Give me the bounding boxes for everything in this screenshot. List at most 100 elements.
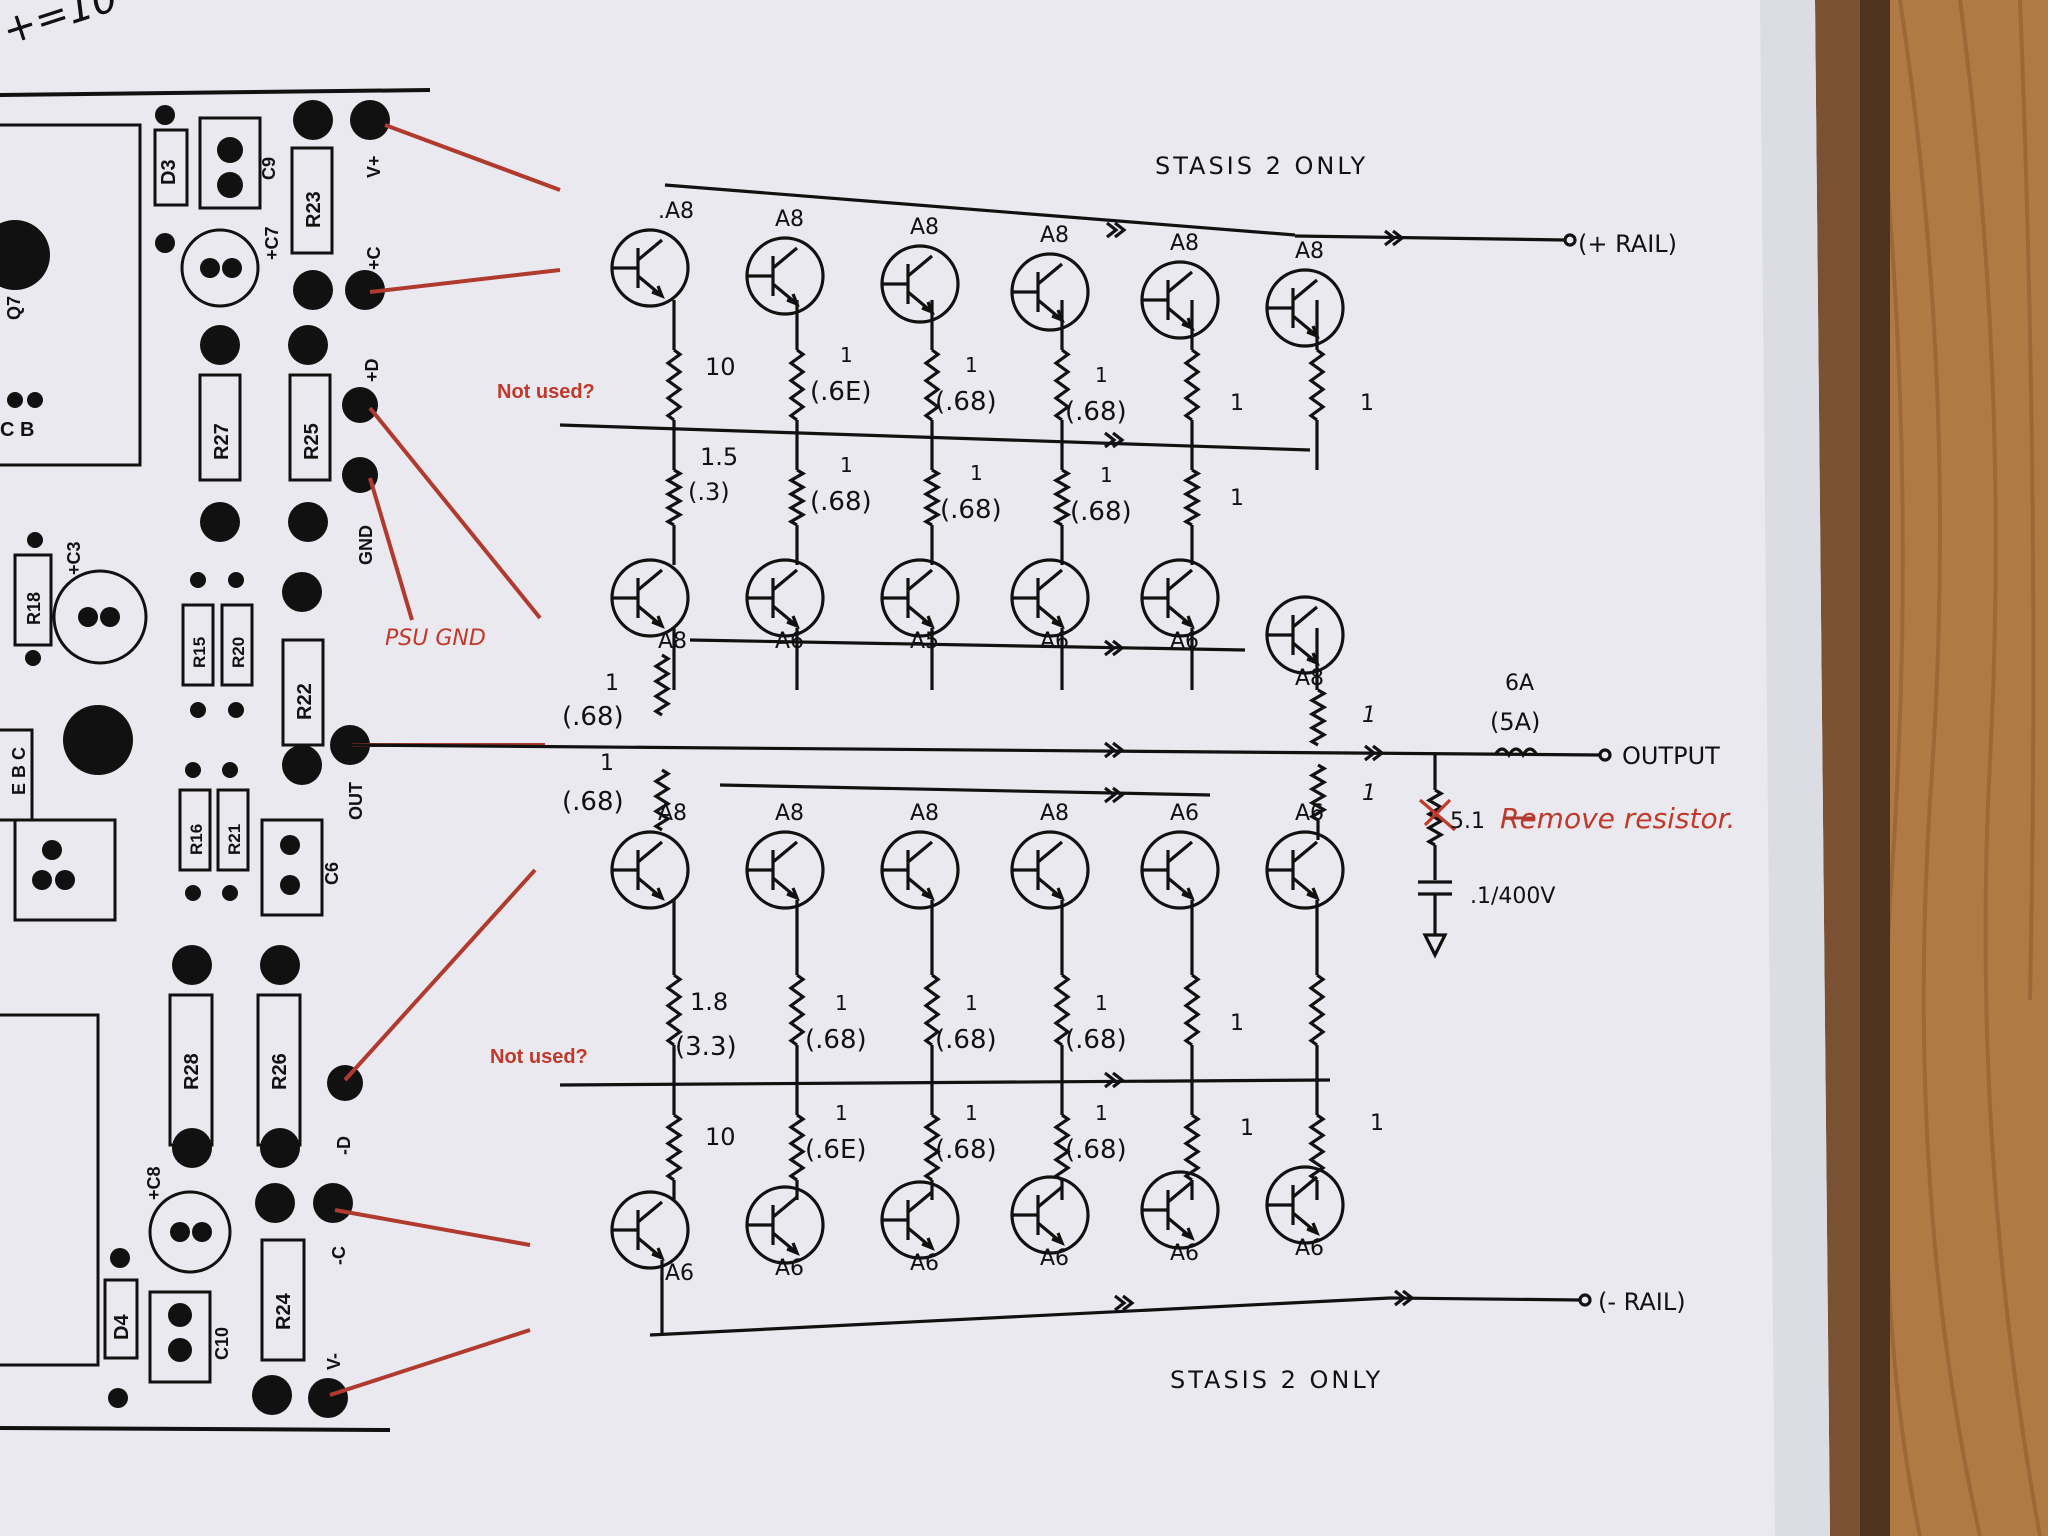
output-chevron-2 [1364, 744, 1385, 762]
stasis-bottom-label: STASIS 2 ONLY [1170, 1366, 1383, 1394]
c8-outline [148, 1190, 232, 1274]
r26-label: R26 [269, 1053, 291, 1090]
c3-label: +C3 [64, 541, 84, 575]
minus-rail-wire-ext [1389, 1296, 1581, 1302]
bottom-row-transistor-arrow [1051, 1232, 1065, 1246]
res-value-one: 1 [970, 461, 983, 485]
upper-bus-chevron [1104, 431, 1125, 449]
d3-outline [153, 128, 189, 207]
res-label-1-b: 1 [600, 751, 614, 776]
mid-upper-row-device-label: A8 [658, 629, 687, 654]
res-value-one: 1 [1230, 486, 1244, 511]
r27-outline [198, 373, 242, 482]
r22-label: R22 [294, 683, 316, 720]
mid-upper-row-transistor-collector [1291, 605, 1319, 629]
mid-upper-row-transistor-emitter [1291, 641, 1319, 665]
r18-outline [13, 553, 53, 647]
col1-resistor [652, 653, 672, 717]
top-row-transistor-collector [1166, 270, 1194, 294]
mid-lower-row-transistor-emitter [636, 876, 664, 900]
mid-lower-row-device-label: A8 [775, 801, 804, 826]
mid-lower-row-transistor-emitter [1036, 876, 1064, 900]
r25-label: R25 [301, 423, 323, 460]
snubber-capacitor-label: .1/400V [1470, 884, 1555, 909]
res-value-one: 1 [1230, 1011, 1244, 1036]
res-label-68-a: (.68) [562, 702, 624, 732]
mid-upper-row-transistor-collector [1036, 568, 1064, 592]
not-used-bottom-note: Not used? [490, 1046, 588, 1068]
mid-lower-row-transistor-collector [636, 840, 664, 864]
drive-bus-lower [719, 783, 1211, 797]
res-label-0-3: (.3) [688, 478, 730, 506]
upper-mid-resistor [664, 468, 684, 527]
plus-rail-terminal [1563, 233, 1577, 247]
bottom-row-transistor-collector [1036, 1185, 1064, 1209]
output-wire [349, 743, 1601, 757]
res-value-label: (.68) [1065, 1135, 1127, 1165]
r28-label: R28 [181, 1053, 203, 1090]
not-used-top-note: Not used? [497, 381, 595, 403]
mid-upper-row-device-label: A6 [1170, 629, 1199, 654]
cb-label: C B [0, 419, 34, 441]
res-value-one: 1 [1095, 1101, 1108, 1125]
bottom-row-transistor-collector [636, 1200, 664, 1224]
ebc-label: E B C [9, 747, 29, 795]
res-value-one: 1 [835, 1101, 848, 1125]
top-row-device-label: A8 [910, 215, 939, 240]
mid-lower-row-transistor-emitter [771, 876, 799, 900]
r16-label: R16 [187, 824, 206, 855]
pad-label-minus-d: -D [334, 1136, 354, 1155]
mid-upper-row-transistor-collector [1166, 568, 1194, 592]
col1-resistor-2 [652, 768, 672, 832]
mid-lower-row-transistor-arrow [921, 887, 935, 901]
schematic [349, 183, 1612, 1337]
top-row-transistor-emitter [906, 290, 934, 314]
psu-gnd-note: PSU GND [385, 626, 486, 651]
res-value-one: 1 [1095, 991, 1108, 1015]
res-value-label: (.68) [1070, 497, 1132, 527]
upper-mid-resistor [787, 468, 807, 527]
top-row-device-label: A8 [1040, 223, 1069, 248]
mid-lower-row-transistor-collector [1166, 840, 1194, 864]
top-row-transistor-emitter [1291, 314, 1319, 338]
upper-mid-resistor [1052, 468, 1072, 527]
mid-lower-row-device-label: A8 [658, 801, 687, 826]
mid-upper-row-transistor-collector [906, 568, 934, 592]
res-value-one: 1 [1370, 1111, 1384, 1136]
lower-emitter-resistor [923, 973, 941, 1047]
c6-outline [260, 818, 324, 917]
mid-lower-row-transistor-emitter [906, 876, 934, 900]
mid-upper-row-transistor-arrow [1181, 615, 1195, 629]
mid-lower-row-device-label: A6 [1170, 801, 1199, 826]
fuse-rating-label: 6A [1505, 671, 1534, 696]
res-value-one: 1 [1230, 391, 1244, 416]
upper-emitter-resistor [923, 348, 941, 422]
output-chevron [1104, 741, 1125, 759]
r15-outline [181, 603, 215, 687]
mid-lower-row-transistor-collector [1036, 840, 1064, 864]
bottom-row-transistor-arrow [651, 1247, 665, 1261]
res-label-3-3: (3.3) [675, 1032, 737, 1062]
res-value-label: (.68) [935, 387, 997, 417]
res-value-one: 1 [1360, 391, 1374, 416]
plus-rail-wire [664, 183, 1296, 237]
bottom-row-device-label: .A6 [658, 1261, 694, 1286]
top-row-transistor-collector [636, 238, 664, 262]
lower-emitter-resistor [1183, 973, 1201, 1047]
wood-grain [1878, 0, 2042, 1536]
res-value-one: 1 [835, 991, 848, 1015]
top-row-transistor-collector [1291, 278, 1319, 302]
pcb-silkscreen [0, 88, 431, 1432]
ground-symbol [1422, 933, 1448, 959]
pad-label-vplus: V+ [364, 155, 384, 178]
mid-upper-row-transistor-emitter [906, 604, 934, 628]
d4-label: D4 [111, 1314, 133, 1340]
q7-outline [0, 123, 142, 467]
snubber-resistor [1425, 788, 1445, 847]
mid-upper-row-transistor-collector [636, 568, 664, 592]
lower-mid-resistor [1308, 1113, 1326, 1182]
fuse-rating-alt-label: (5A) [1490, 708, 1540, 736]
bottom-row-device-label: A6 [775, 1256, 804, 1281]
res-value-one: 1 [965, 353, 978, 377]
